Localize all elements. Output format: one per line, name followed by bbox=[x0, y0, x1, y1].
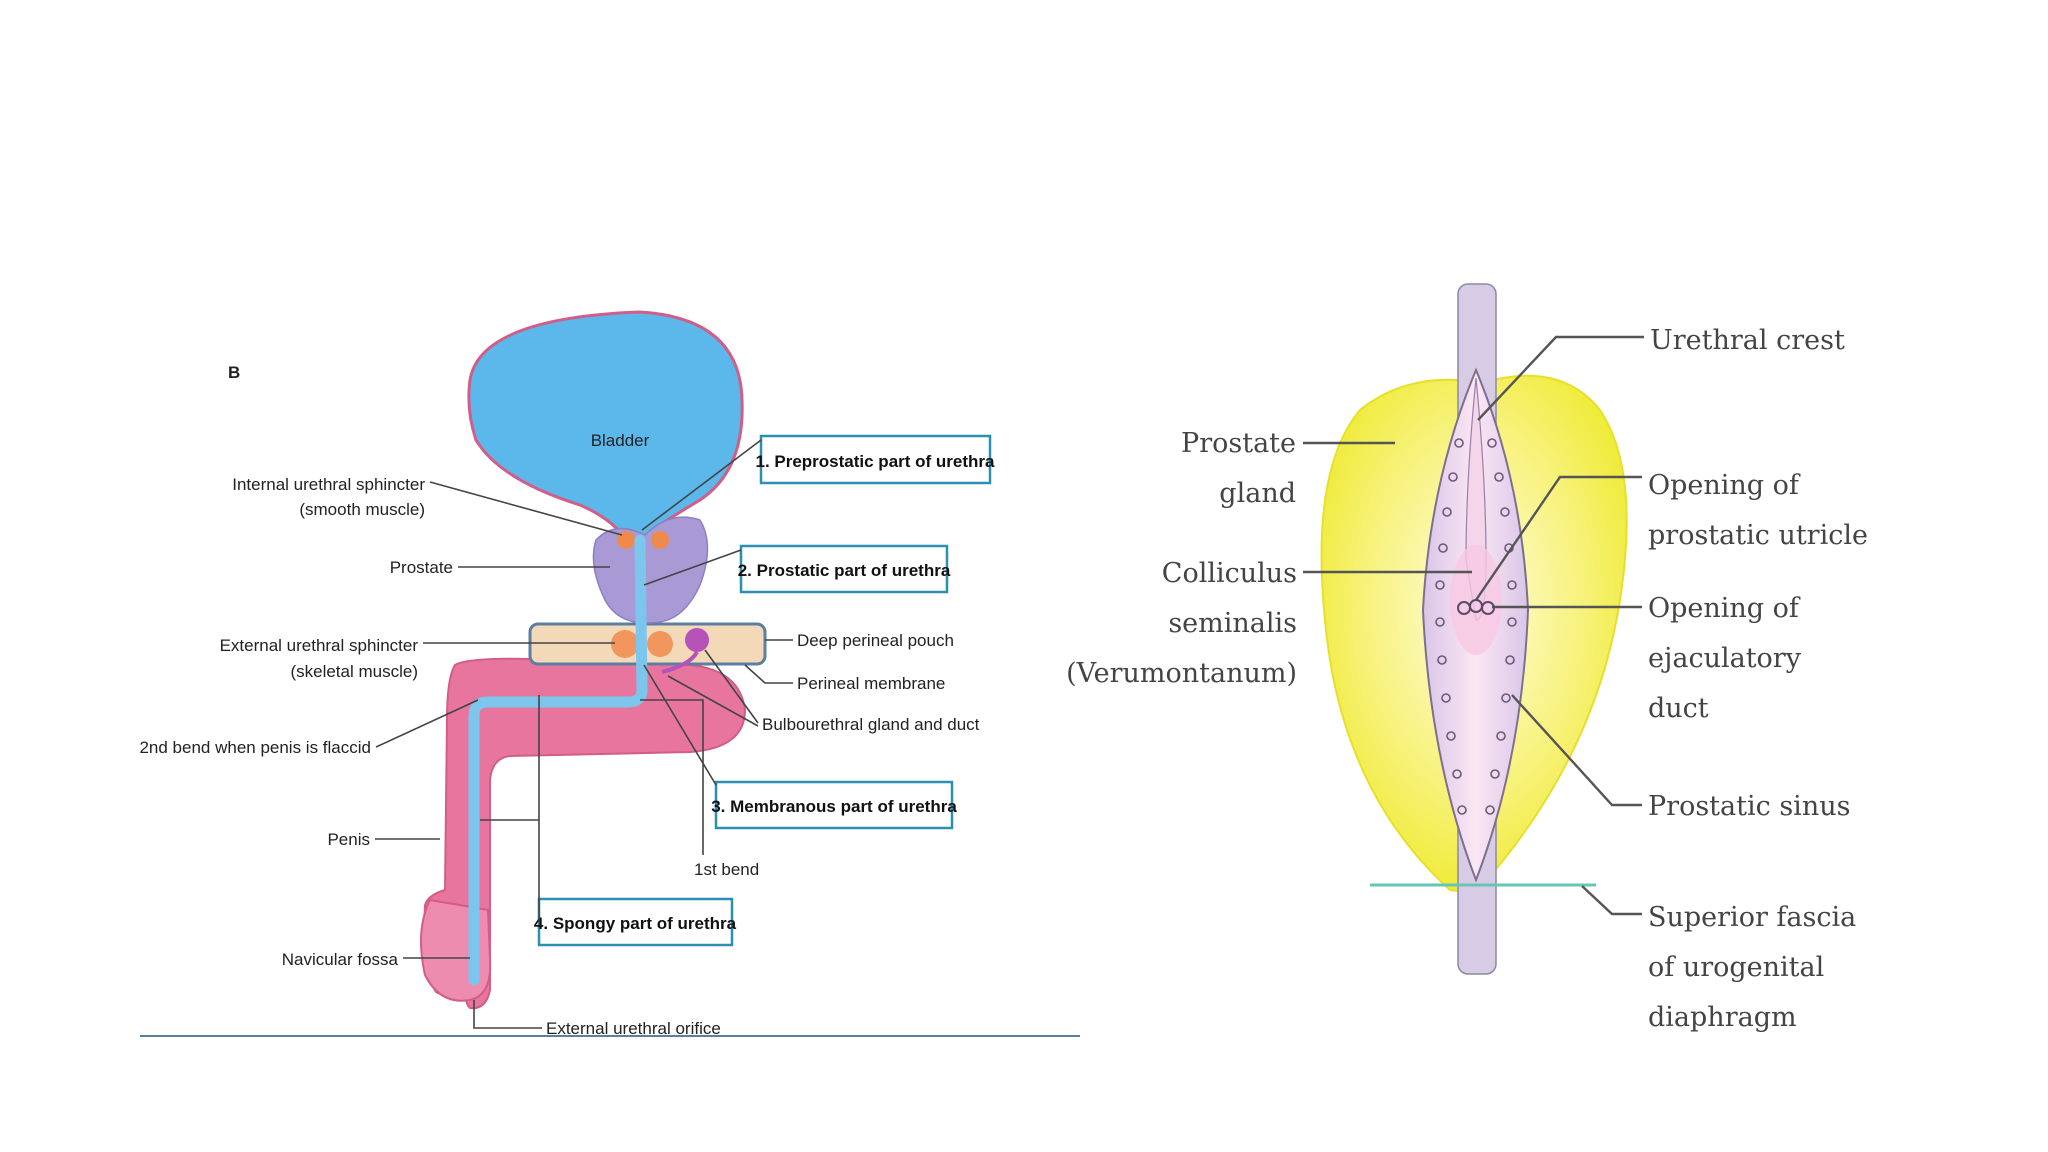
fascia-label-3: diaphragm bbox=[1648, 1002, 1797, 1033]
bladder-label: Bladder bbox=[591, 431, 650, 450]
leader-prostatic-sinus bbox=[1511, 694, 1642, 807]
sphincter-right bbox=[647, 631, 673, 657]
second-bend-label: 2nd bend when penis is flaccid bbox=[139, 738, 371, 757]
leader-bulbourethral-2 bbox=[667, 675, 759, 727]
leader-first-bend bbox=[640, 699, 704, 855]
prostate-gland-label-1: Prostate bbox=[1181, 428, 1296, 459]
utricle-label-2: prostatic utricle bbox=[1648, 520, 1868, 551]
deep-perineal-pouch-label: Deep perineal pouch bbox=[797, 631, 954, 650]
box-preprostatic-text: 1. Preprostatic part of urethra bbox=[755, 452, 995, 471]
bulbourethral-gland-shape bbox=[685, 628, 709, 652]
box-preprostatic bbox=[759, 434, 992, 485]
box-prostatic bbox=[739, 544, 949, 594]
box-membranous-text: 3. Membranous part of urethra bbox=[711, 797, 957, 816]
utricle-label-1: Opening of bbox=[1648, 470, 1801, 501]
leader-fascia bbox=[1581, 885, 1642, 916]
prostate-shape bbox=[592, 516, 709, 624]
bulbourethral-label: Bulbourethral gland and duct bbox=[762, 715, 980, 734]
external-sphincter-sublabel: (skeletal muscle) bbox=[290, 662, 418, 681]
box-spongy-text: 4. Spongy part of urethra bbox=[534, 914, 737, 933]
internal-sphincter-dot-right bbox=[651, 531, 669, 549]
box-prostatic-text: 2. Prostatic part of urethra bbox=[738, 561, 951, 580]
colliculus-openings bbox=[1457, 599, 1495, 615]
urethral-crest-label: Urethral crest bbox=[1650, 325, 1845, 356]
panel-letter: B bbox=[228, 363, 240, 382]
colliculus-label-3: (Verumontanum) bbox=[1066, 658, 1297, 689]
first-bend-label: 1st bend bbox=[694, 860, 759, 879]
leader-perineal-membrane bbox=[744, 664, 793, 684]
bulbourethral-duct-shape bbox=[661, 650, 699, 674]
prostate-label: Prostate bbox=[390, 558, 453, 577]
fascia-label-2: of urogenital bbox=[1648, 952, 1824, 983]
prostate-gland-label-2: gland bbox=[1219, 478, 1296, 509]
navicular-fossa-label: Navicular fossa bbox=[282, 950, 399, 969]
box-membranous bbox=[714, 780, 954, 830]
leader-utricle bbox=[1475, 475, 1642, 601]
leader-second-bend bbox=[375, 699, 479, 748]
bladder-shape bbox=[467, 310, 744, 547]
ejac-label-3: duct bbox=[1648, 693, 1709, 724]
leader-box-preprostatic bbox=[641, 439, 762, 531]
urethra-sagittal-diagram: B Bladder Internal urethral sphincter (s… bbox=[139, 310, 1080, 1038]
leader-box-prostatic bbox=[643, 549, 742, 586]
prostatic-urethra-diagram: Prostate gland Colliculus seminalis (Ver… bbox=[1066, 283, 1868, 1033]
penis-label: Penis bbox=[327, 830, 370, 849]
ejac-label-2: ejaculatory bbox=[1648, 643, 1802, 674]
leader-urethral-crest bbox=[1477, 335, 1644, 421]
leader-external-orifice bbox=[473, 1000, 542, 1029]
ejac-label-1: Opening of bbox=[1648, 593, 1801, 624]
external-sphincter-label: External urethral sphincter bbox=[220, 636, 419, 655]
external-orifice-label: External urethral orifice bbox=[546, 1019, 721, 1038]
internal-sphincter-sublabel: (smooth muscle) bbox=[299, 500, 425, 519]
colliculus-label-2: seminalis bbox=[1168, 608, 1297, 639]
leader-bulbourethral-1 bbox=[704, 649, 759, 724]
leader-internal-sphincter bbox=[429, 481, 623, 536]
leader-box-membranous bbox=[643, 664, 717, 786]
fascia-label-1: Superior fascia bbox=[1648, 902, 1856, 933]
colliculus-label-1: Colliculus bbox=[1162, 558, 1297, 589]
sphincter-left bbox=[611, 630, 639, 658]
prostatic-sinus-label: Prostatic sinus bbox=[1648, 791, 1850, 822]
duct-openings bbox=[1435, 438, 1517, 815]
urethra-channel bbox=[468, 534, 648, 986]
glans-shape bbox=[420, 898, 492, 1002]
perineal-membrane-label: Perineal membrane bbox=[797, 674, 945, 693]
box-spongy bbox=[537, 897, 734, 947]
internal-sphincter-label: Internal urethral sphincter bbox=[232, 475, 425, 494]
